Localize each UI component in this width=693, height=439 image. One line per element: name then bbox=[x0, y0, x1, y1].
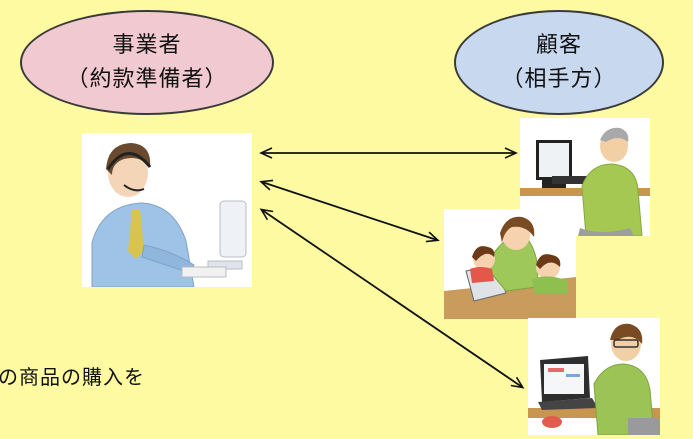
customer-party-oval: 顧客 （相手方） bbox=[454, 10, 664, 115]
arrow-to-youth bbox=[259, 208, 525, 389]
call-center-operator-illustration bbox=[82, 133, 252, 288]
caption-text: の商品の購入を bbox=[0, 365, 145, 389]
business-party-subtitle: （約款準備者） bbox=[66, 66, 228, 92]
customer-party-subtitle: （相手方） bbox=[501, 66, 617, 92]
customer-party-title: 顧客 bbox=[535, 32, 582, 58]
arrow-to-family bbox=[259, 179, 440, 243]
business-party-oval: 事業者 （約款準備者） bbox=[20, 10, 274, 115]
business-party-title: 事業者 bbox=[112, 32, 182, 58]
senior-at-computer-illustration bbox=[520, 118, 650, 237]
young-man-laptop-illustration bbox=[528, 318, 660, 436]
